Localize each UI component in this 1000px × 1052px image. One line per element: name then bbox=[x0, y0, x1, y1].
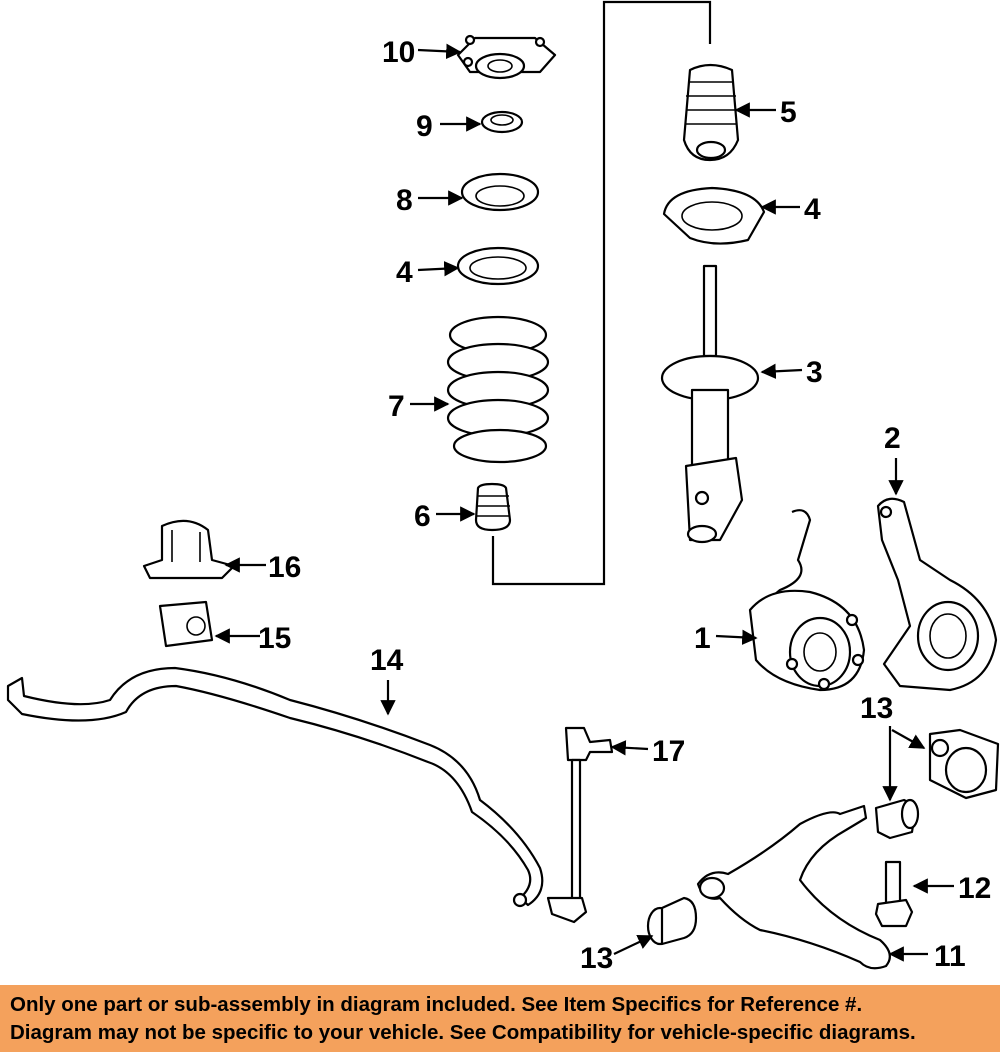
leader-lines bbox=[214, 43, 954, 962]
control-arm-bushing-rear bbox=[928, 728, 1000, 800]
control-arm-bushing-front bbox=[874, 798, 920, 840]
callout-12: 12 bbox=[958, 872, 991, 905]
callout-labels: 10 9 8 4 7 6 5 4 3 2 1 13 12 11 13 17 14… bbox=[258, 36, 991, 975]
callout-13-right: 13 bbox=[860, 692, 893, 725]
bump-stop bbox=[474, 482, 512, 532]
steering-knuckle bbox=[876, 497, 998, 692]
hub-bearing bbox=[748, 509, 866, 692]
callout-10: 10 bbox=[382, 36, 415, 69]
callout-14: 14 bbox=[370, 644, 404, 677]
strut-assembly bbox=[660, 264, 760, 544]
disclaimer-line-2: Diagram may not be specific to your vehi… bbox=[10, 1021, 916, 1044]
callout-5: 5 bbox=[780, 96, 797, 129]
upper-spring-seat bbox=[460, 172, 540, 212]
callout-11: 11 bbox=[934, 940, 966, 973]
group-bracket bbox=[491, 0, 712, 586]
callout-7: 7 bbox=[388, 390, 405, 423]
callout-15: 15 bbox=[258, 622, 291, 655]
stabilizer-bushing bbox=[158, 600, 214, 648]
callout-8: 8 bbox=[396, 184, 413, 217]
callout-17: 17 bbox=[652, 735, 685, 768]
lower-control-arm bbox=[696, 804, 891, 970]
callout-16: 16 bbox=[268, 551, 301, 584]
callout-3: 3 bbox=[806, 356, 823, 389]
coil-spring bbox=[446, 315, 550, 464]
control-arm-bushing-lower bbox=[646, 896, 698, 946]
stabilizer-link bbox=[546, 726, 614, 924]
spring-insulator-right bbox=[662, 186, 766, 245]
callout-4-right: 4 bbox=[804, 193, 821, 226]
spring-insulator-left bbox=[456, 246, 540, 286]
callout-1: 1 bbox=[694, 622, 711, 655]
dust-boot bbox=[682, 63, 740, 162]
callout-13-bottom: 13 bbox=[580, 942, 613, 975]
bolt bbox=[874, 860, 914, 928]
callout-9: 9 bbox=[416, 110, 433, 143]
callout-6: 6 bbox=[414, 500, 431, 533]
stabilizer-bar bbox=[6, 666, 544, 908]
suspension-exploded-diagram: 10 9 8 4 7 6 5 4 3 2 1 13 12 11 13 17 14… bbox=[6, 0, 1000, 975]
callout-4-left: 4 bbox=[396, 256, 413, 289]
callout-2: 2 bbox=[884, 422, 901, 455]
strut-bearing bbox=[480, 110, 524, 134]
stabilizer-bracket bbox=[142, 519, 236, 580]
disclaimer-line-1: Only one part or sub-assembly in diagram… bbox=[10, 993, 863, 1016]
disclaimer-banner: Only one part or sub-assembly in diagram… bbox=[0, 985, 1000, 1052]
strut-mount bbox=[456, 34, 557, 80]
